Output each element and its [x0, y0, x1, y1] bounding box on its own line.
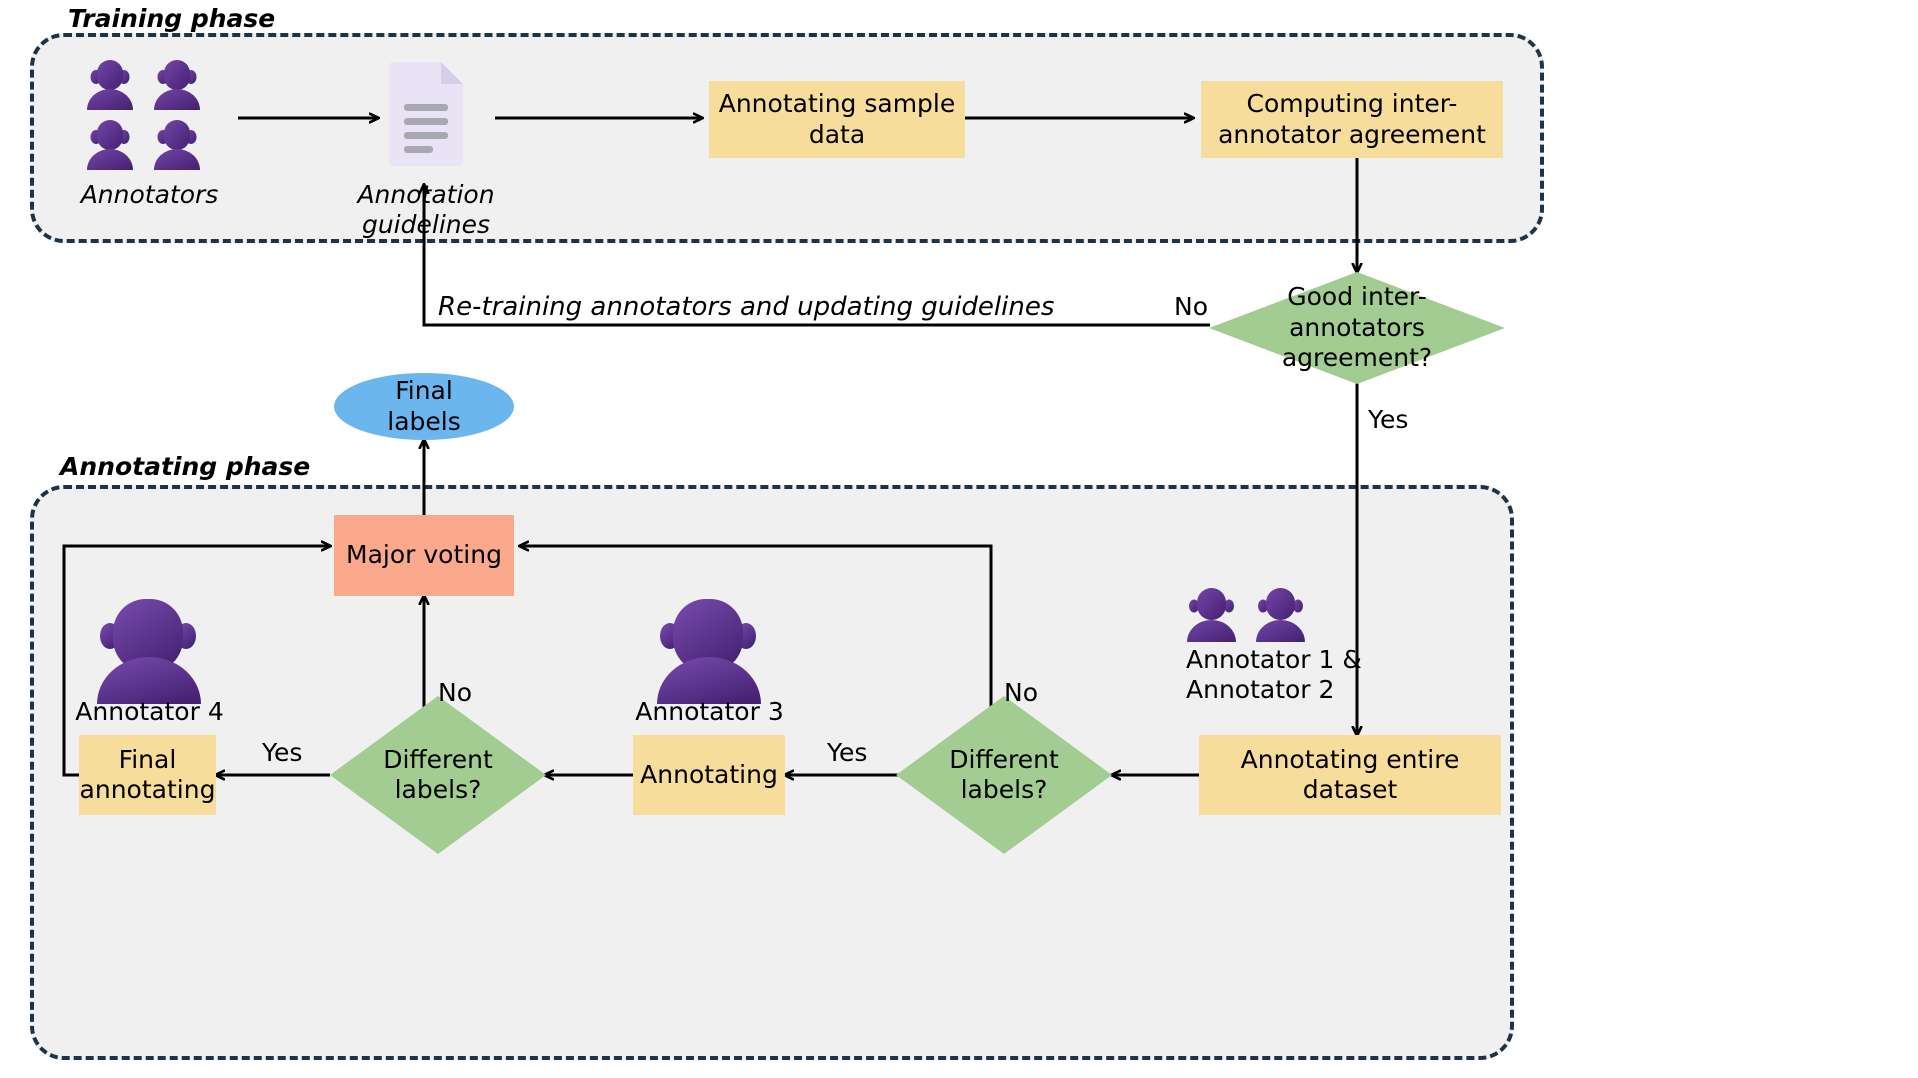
annotator-1-and-2-caption: Annotator 1 & Annotator 2: [1186, 645, 1362, 704]
node-annotating[interactable]: Annotating: [633, 735, 785, 815]
node-major-voting[interactable]: Major voting: [334, 515, 514, 596]
training-phase-label: Training phase: [68, 4, 276, 33]
node-final-labels[interactable]: Final labels: [334, 373, 514, 440]
edge-label-right-no: No: [1004, 678, 1038, 707]
edge-label-iaa-no: No: [1174, 292, 1208, 321]
decision-good-iaa-label: Good inter- annotators agreement?: [1281, 282, 1433, 373]
annotating-phase-label: Annotating phase: [60, 452, 311, 481]
annotator-4-caption: Annotator 4: [75, 697, 224, 726]
annotation-guidelines-caption: Annotation guidelines: [357, 180, 495, 239]
decision-different-labels-right-label: Different labels?: [949, 744, 1059, 805]
annotation-guidelines-document-icon: [389, 62, 463, 166]
diamond-shape: [330, 696, 546, 854]
diamond-shape: [1209, 272, 1505, 384]
decision-different-labels-left[interactable]: Different labels?: [330, 696, 546, 854]
node-final-annotating[interactable]: Final annotating: [79, 735, 216, 815]
edge-label-retraining: Re-training annotators and updating guid…: [438, 292, 1055, 322]
node-annotating-sample-data[interactable]: Annotating sample data: [709, 81, 965, 158]
node-annotating-entire-dataset[interactable]: Annotating entire dataset: [1199, 735, 1501, 815]
annotator-3-icon: [657, 599, 761, 704]
decision-different-labels-left-label: Different labels?: [383, 744, 493, 805]
decision-different-labels-right[interactable]: Different labels?: [896, 696, 1112, 854]
annotator-3-caption: Annotator 3: [635, 697, 784, 726]
edge-label-right-yes: Yes: [827, 738, 868, 767]
diamond-shape: [896, 696, 1112, 854]
annotator-1-and-2-icon: [1187, 588, 1305, 642]
edge-label-iaa-yes: Yes: [1368, 405, 1409, 434]
annotators-caption: Annotators: [80, 180, 219, 209]
edge-label-left-no: No: [438, 678, 472, 707]
annotator-4-icon: [97, 599, 201, 704]
node-computing-inter-annotator-agreement[interactable]: Computing inter- annotator agreement: [1201, 81, 1503, 158]
decision-good-iaa[interactable]: Good inter- annotators agreement?: [1209, 272, 1505, 384]
annotators-group-icon: [87, 60, 200, 170]
edge-label-left-yes: Yes: [262, 738, 303, 767]
